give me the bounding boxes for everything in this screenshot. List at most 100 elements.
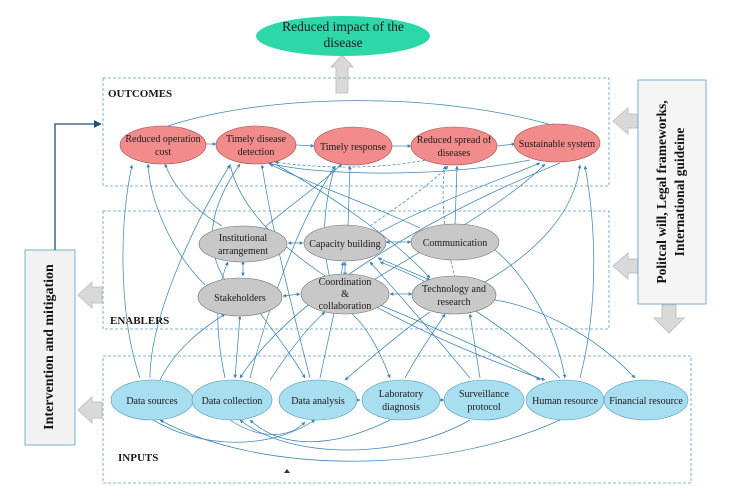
node-surveillance-protocol: Surveillance protocol (443, 379, 525, 421)
goal-ellipse (256, 16, 430, 56)
arrow-da-tre (344, 311, 431, 381)
node-shape (197, 277, 283, 317)
arrow-cb-ss (379, 162, 541, 233)
arrow-roc-ss-top (164, 100, 556, 128)
node-label-1: Timely response (320, 142, 387, 153)
arrow-ld-dc-bottom (249, 419, 391, 443)
node-label-1: Surveillance (459, 389, 510, 400)
node-coordination-collaboration: Coordination & collaboration (300, 273, 390, 315)
goal-node: Reduced impact of the disease (256, 16, 430, 56)
arrow-cc-tr (324, 165, 336, 279)
arrow-dc-sh (233, 315, 242, 379)
intervention-rect (24, 249, 76, 446)
connector-arrows (122, 100, 636, 462)
right-to-enablers-block-arrow (612, 251, 639, 281)
inputs-frame (102, 355, 692, 484)
right-to-outcomes-block-arrow (612, 106, 639, 136)
arrow-ds-tdd (149, 164, 231, 379)
node-data-collection: Data collection (191, 379, 273, 421)
arrow-da-tdd (260, 164, 311, 379)
node-label-1: Data analysis (291, 396, 345, 407)
arrow-sh-tdd (211, 163, 241, 281)
node-human-resource: Human resource (525, 379, 605, 421)
node-label-1: Communication (423, 238, 487, 249)
goal-line1: Reduced impact of the (282, 19, 404, 34)
inputs-label: INPUTS (118, 452, 158, 464)
node-data-sources: Data sources (110, 379, 194, 421)
node-label-2: detection (238, 147, 275, 158)
node-reduced-spread-of-diseases: Reduced spread of diseases (410, 126, 498, 166)
intervention-feedback-arrow (54, 120, 102, 250)
node-shape (119, 125, 207, 165)
node-shape (303, 224, 387, 262)
node-label-1: Stakeholders (214, 293, 266, 304)
node-laboratory-diagnosis: Laboratory diagnosis (361, 379, 441, 421)
node-label-1: Laboratory (379, 389, 423, 400)
node-label-3: collaboration (319, 301, 372, 312)
node-shape (410, 223, 500, 261)
node-label-2: research (437, 297, 470, 308)
policy-label-line1: Politcal will, Legal frameworks, (654, 100, 669, 283)
node-communication: Communication (410, 223, 500, 261)
arrow-sh-da (259, 312, 306, 379)
node-shape (513, 123, 601, 163)
block-arrows (77, 54, 686, 425)
node-label-1: Reduced operation (125, 134, 200, 145)
small-caret-mark (284, 469, 290, 473)
enablers-frame (102, 210, 610, 330)
node-data-analysis: Data analysis (278, 379, 358, 421)
left-from-enablers-block-arrow (77, 280, 103, 310)
arrow-dc-tr (249, 165, 336, 379)
node-institutional-arrangement: Institutional arrangement (198, 225, 288, 263)
outcomes-label: OUTCOMES (108, 88, 172, 100)
node-label-1: Human resource (532, 396, 598, 407)
node-shape (443, 379, 525, 421)
arrow-tdd-hr (229, 163, 546, 381)
policy-label-line2: International guideine (672, 128, 687, 257)
goal-line2: disease (324, 35, 363, 50)
arrow-ds-sh (159, 313, 226, 381)
node-label-1: Coordination (319, 277, 372, 288)
node-label-1: Reduced spread of (417, 135, 492, 146)
arrow-fr-tre (494, 299, 636, 379)
node-shape (313, 126, 393, 166)
node-label-1: Financial resource (609, 396, 683, 407)
arrow-sh-roc (146, 163, 206, 286)
intervention-box: Intervention and mitigation (24, 249, 76, 446)
enabler-nodes: Institutional arrangement Capacity build… (197, 223, 500, 317)
node-label-2: arrangement (218, 246, 268, 257)
node-label-1: Data sources (126, 396, 177, 407)
node-shape (411, 275, 497, 315)
node-timely-disease-detection: Timely disease detection (215, 125, 297, 165)
node-timely-response: Timely response (313, 126, 393, 166)
arrow-cc-hr (379, 304, 541, 381)
node-label-2: & (341, 289, 349, 300)
arrow-rsd-tdd-dashed (274, 159, 426, 168)
node-label-1: Sustainable system (519, 139, 596, 150)
node-label-1: Institutional (219, 233, 268, 244)
arrow-cb-tr (347, 165, 352, 227)
node-stakeholders: Stakeholders (197, 277, 283, 317)
arrow-hr-com (494, 249, 567, 379)
arrow-tre-rsd (442, 165, 456, 279)
arrow-dc-da-bottom (229, 419, 306, 435)
arrow-dc-cc (269, 311, 326, 381)
arrow-ld-cc (351, 313, 391, 379)
arrow-ss-tdd (267, 159, 531, 174)
node-label-2: diseases (438, 148, 471, 159)
arrow-cc-ss (369, 163, 546, 283)
arrow-ds-da-bottom (149, 417, 316, 443)
node-financial-resource: Financial resource (603, 379, 689, 421)
node-reduced-operation-cost: Reduced operation cost (119, 125, 207, 165)
node-shape (361, 379, 441, 421)
node-shape (198, 225, 288, 263)
outcome-nodes: Reduced operation cost Timely disease de… (119, 123, 601, 166)
arrow-sh-cc (282, 292, 301, 298)
arrow-cb-tre (377, 257, 431, 281)
arrow-ld-tre (404, 313, 446, 379)
arrow-rsd-ss (496, 142, 516, 147)
node-shape (603, 379, 689, 421)
node-technology-and-research: Technology and research (411, 275, 497, 315)
node-shape (410, 126, 498, 166)
node-label-1: Capacity building (309, 239, 380, 250)
